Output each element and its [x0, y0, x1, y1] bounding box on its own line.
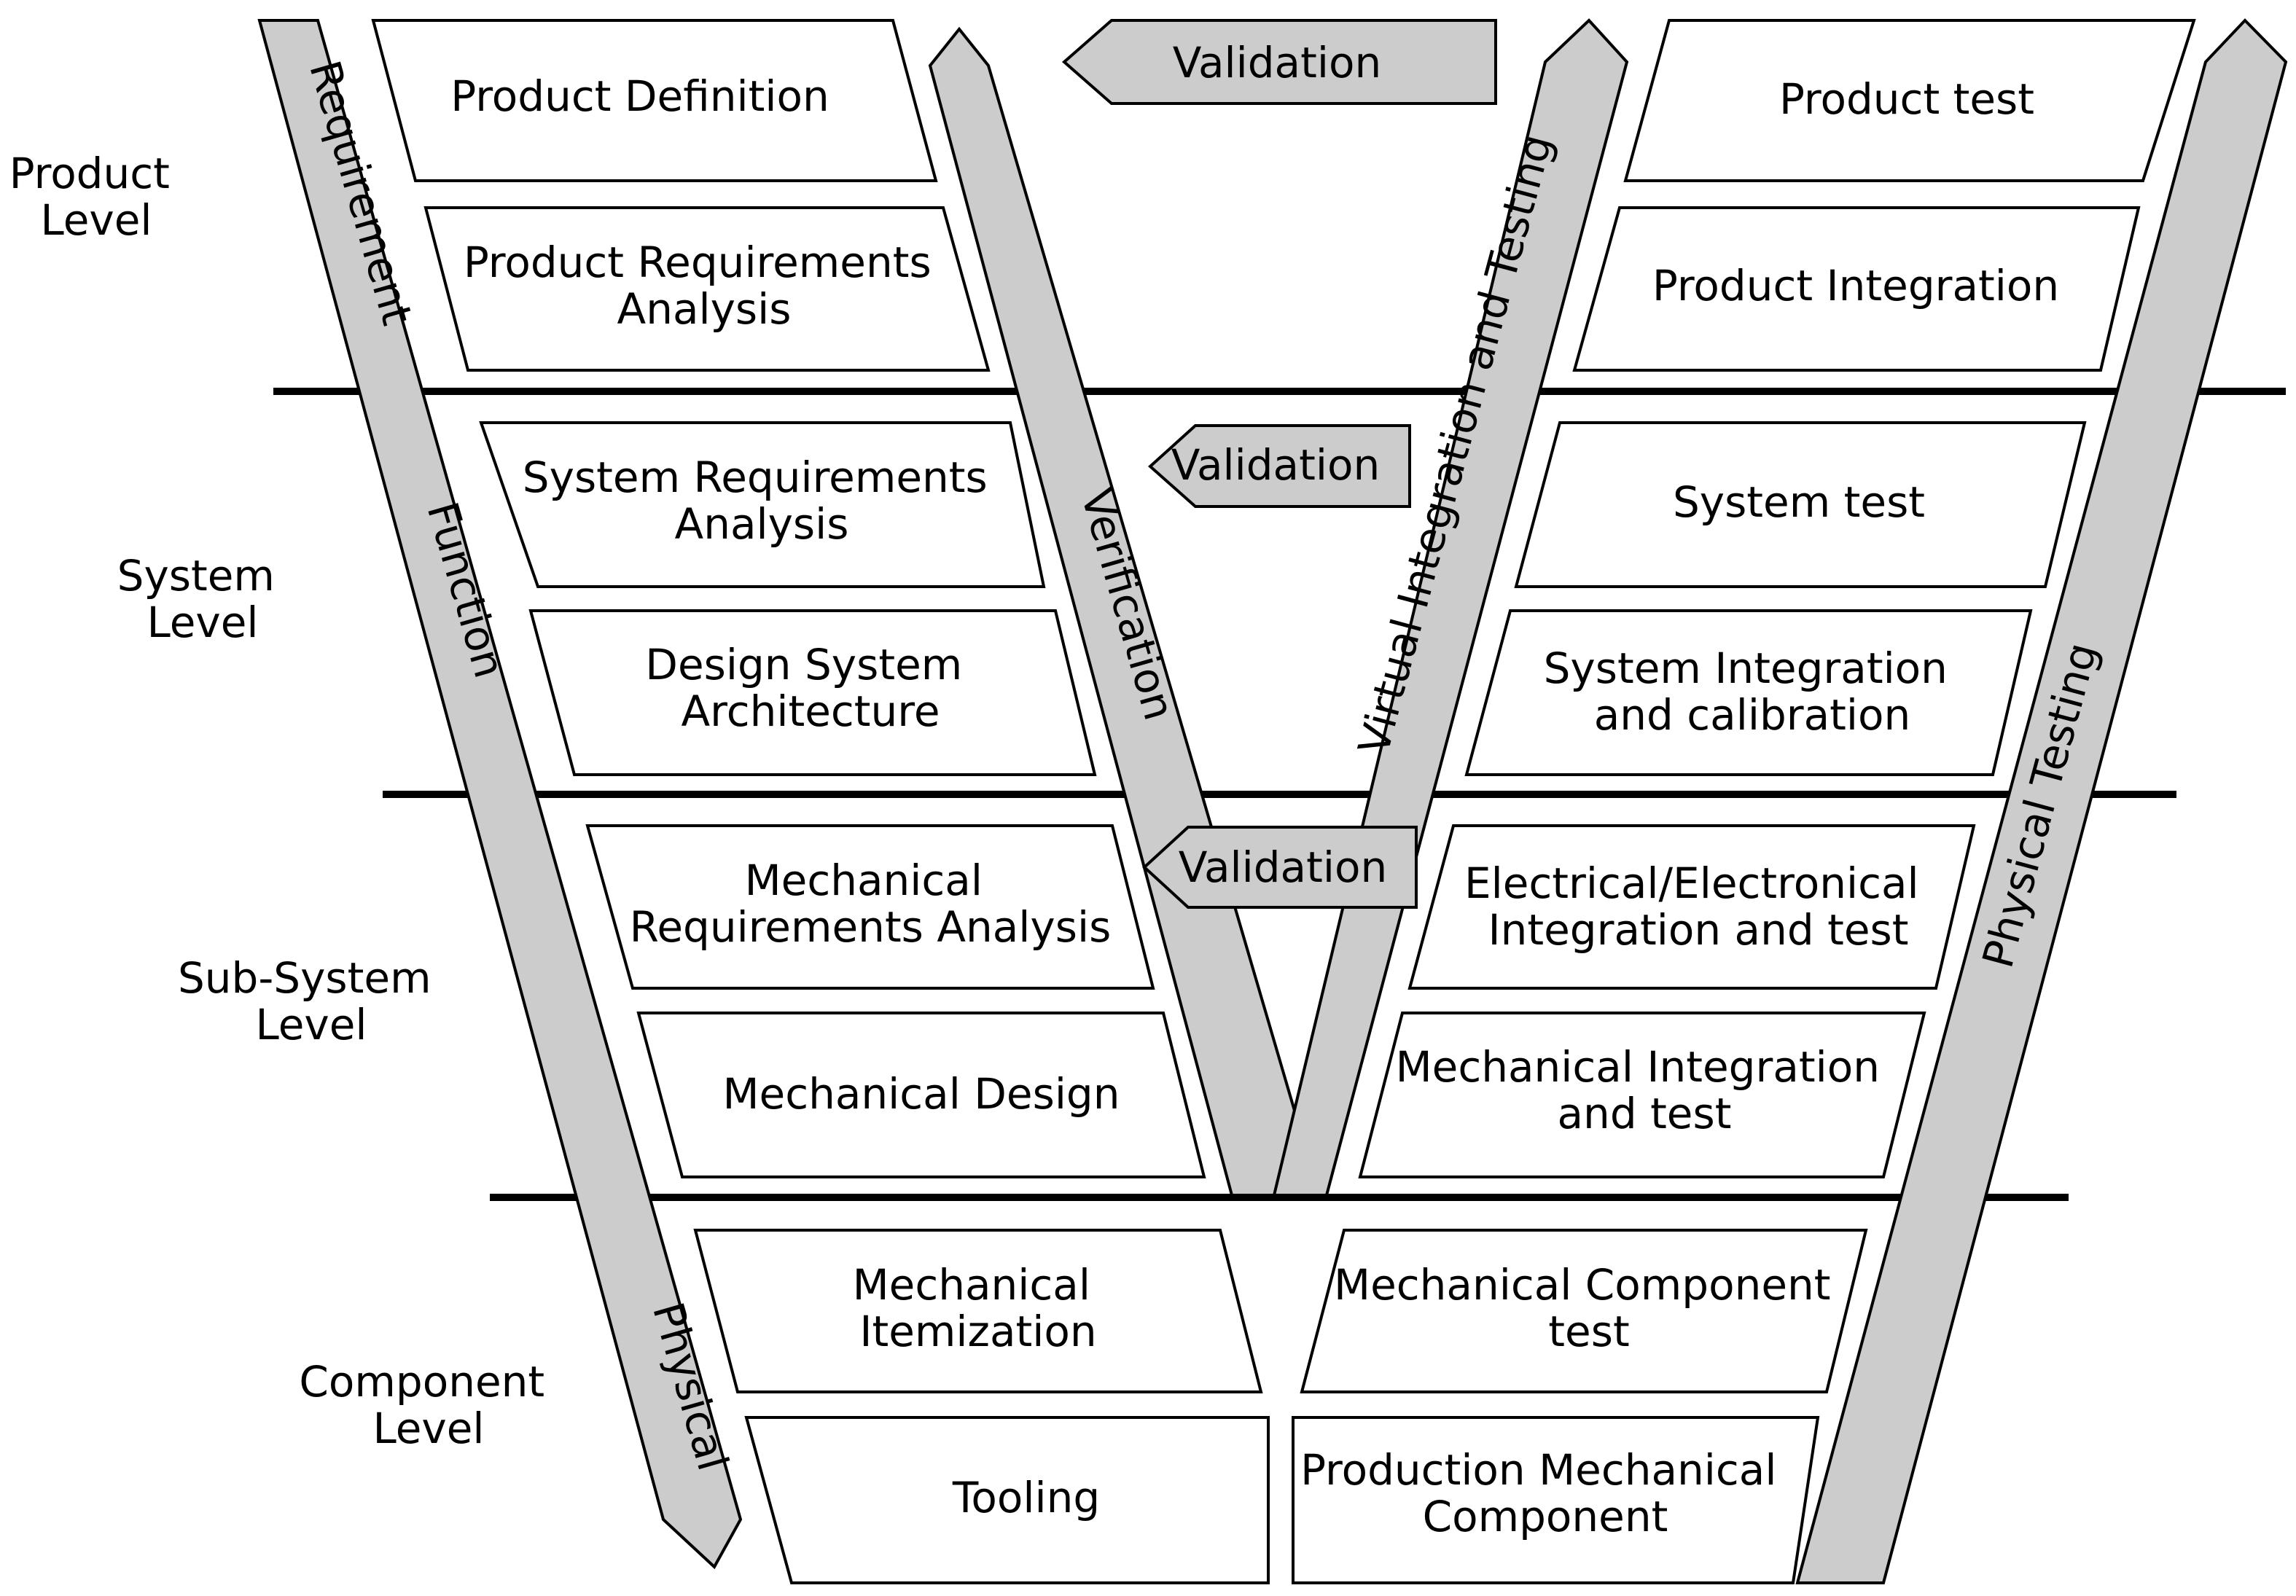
text-product-requirements: Product Requirements Analysis: [464, 238, 945, 334]
text-mechanical-itemization: Mechanical Itemization: [853, 1260, 1104, 1356]
box-mechanical-itemization: [693, 1229, 1263, 1393]
text-system-test: System test: [1673, 477, 1925, 527]
validation-arrow-product: [1061, 19, 1497, 105]
physical-testing-band: [1795, 18, 2288, 1584]
box-product-integration: [1572, 206, 2141, 372]
validation-label-subsystem: Validation: [1179, 842, 1387, 892]
box-product-requirements: [423, 206, 991, 372]
box-mechanical-design: [636, 1012, 1206, 1178]
box-product-definition: [371, 19, 938, 182]
level-system: System Level: [117, 551, 289, 647]
text-mechanical-component-test: Mechanical Component test: [1334, 1260, 1844, 1356]
text-system-integration: System Integration and calibration: [1544, 644, 1961, 740]
text-production-component: Production Mechanical Component: [1300, 1445, 1790, 1541]
validation-arrow-subsystem: [1142, 826, 1418, 909]
left-design-band: [257, 19, 743, 1570]
box-system-integration: [1464, 609, 2033, 776]
level-component: Component Level: [299, 1357, 558, 1453]
box-mechanical-integration: [1358, 1012, 1926, 1178]
text-tooling: Tooling: [952, 1473, 1100, 1522]
text-system-requirements: System Requirements Analysis: [523, 453, 1001, 549]
validation-label-system: Validation: [1171, 440, 1380, 490]
box-system-requirements: [479, 421, 1046, 588]
text-mechanical-design: Mechanical Design: [722, 1069, 1120, 1119]
box-electrical-integration: [1407, 824, 1976, 990]
validation-arrow-system: [1148, 424, 1411, 508]
box-mechanical-requirements: [585, 824, 1155, 990]
box-mechanical-component-test: [1300, 1229, 1868, 1393]
text-design-system: Design System Architecture: [645, 640, 975, 736]
box-design-system: [528, 609, 1097, 776]
box-system-test: [1514, 421, 2087, 588]
box-tooling: [744, 1416, 1270, 1584]
text-product-integration: Product Integration: [1652, 261, 2059, 310]
text-product-test: Product test: [1779, 74, 2034, 124]
box-product-test: [1623, 19, 2196, 182]
level-subsystem: Sub-System Level: [178, 953, 445, 1049]
text-mechanical-integration: Mechanical Integration and test: [1396, 1042, 1894, 1138]
validation-label-product: Validation: [1173, 38, 1381, 87]
level-product: Product Level: [9, 149, 184, 245]
text-mechanical-requirements: Mechanical Requirements Analysis: [630, 856, 1112, 952]
box-production-component: [1292, 1416, 1820, 1584]
text-electrical-integration: Electrical/Electronical Integration and …: [1464, 858, 1932, 955]
text-product-definition: Product Definition: [450, 71, 829, 121]
